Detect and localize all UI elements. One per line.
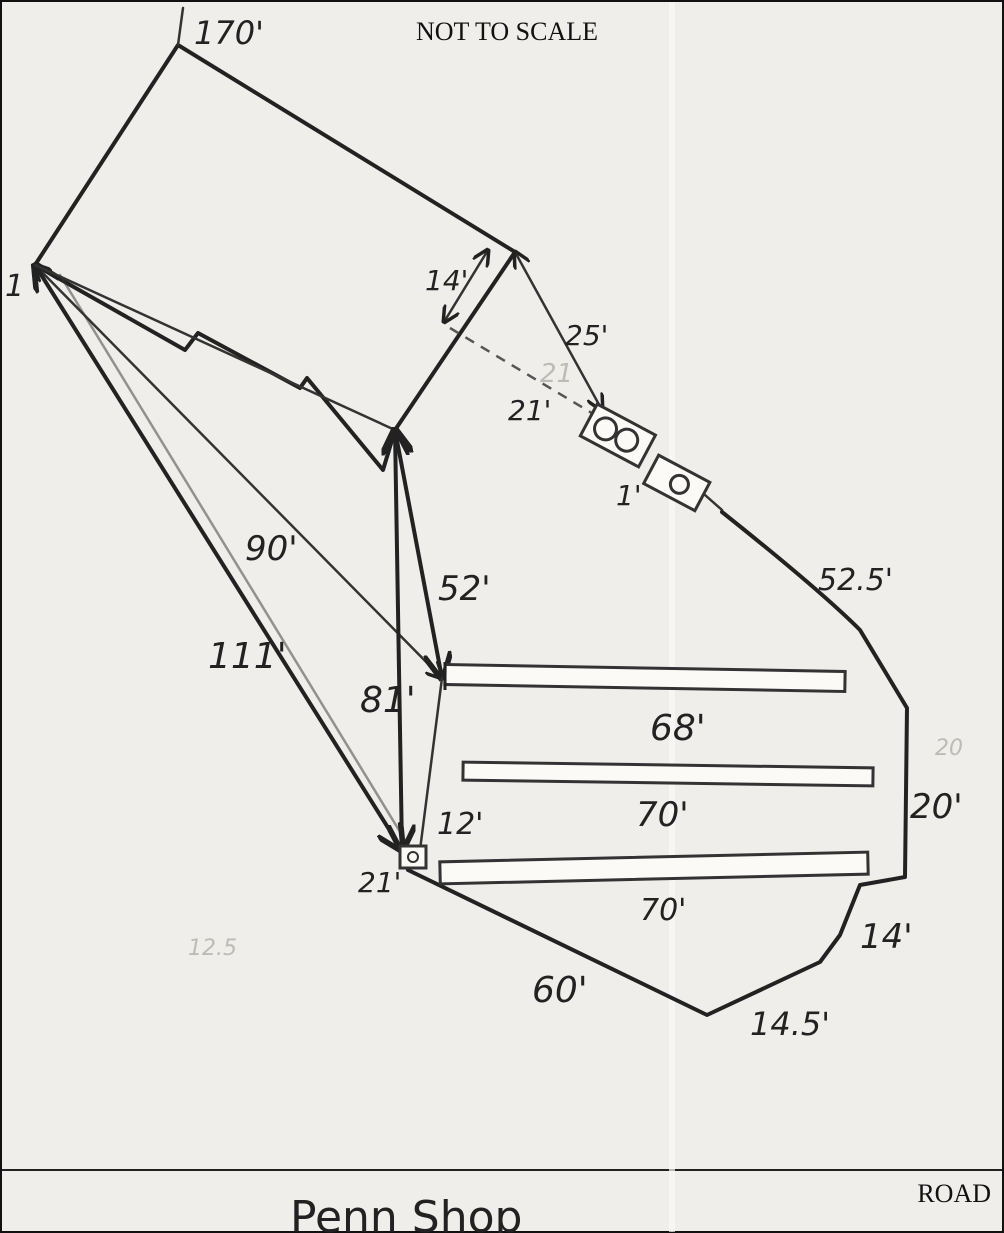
- dim-145-label: 14.5': [750, 1005, 830, 1043]
- dim-68-label: 68': [650, 708, 706, 749]
- site-name: Penn Shop: [290, 1192, 522, 1233]
- north-tick: [176, 6, 185, 47]
- dim-21-top-label: 21': [508, 394, 551, 427]
- header-line: [418, 676, 444, 852]
- trench-70a: [461, 760, 875, 788]
- dim-52-label: 52': [438, 569, 491, 609]
- distribution-box: [398, 844, 428, 870]
- dim-14-label: 14': [425, 264, 468, 297]
- dimension-90-line: [35, 265, 442, 678]
- dimension-111-line: [35, 265, 402, 850]
- well-box-single: [641, 453, 712, 513]
- dim-25-label: 25': [565, 319, 608, 352]
- faint-21-mark: 21: [540, 359, 573, 389]
- dim-21-bottom-label: 21': [358, 866, 401, 899]
- faint-20-mark: 20: [935, 736, 963, 761]
- faint-125-mark: 12.5: [188, 936, 237, 961]
- field-boundary: [400, 510, 909, 1017]
- dim-1-label: 1': [616, 479, 642, 512]
- dimension-52-line: [395, 430, 442, 678]
- dimension-14-line: [444, 250, 488, 322]
- dim-20-label: 20': [910, 787, 963, 827]
- corner-label: 1: [5, 269, 24, 304]
- trench-68: [443, 662, 847, 694]
- dim-70-upper-label: 70': [636, 795, 689, 835]
- dim-12-label: 12': [437, 807, 483, 842]
- faint-ray: [58, 273, 407, 842]
- dim-60-label: 60': [532, 970, 588, 1011]
- distribution-box-port: [407, 851, 419, 863]
- dim-90-label: 90': [245, 529, 298, 569]
- dim-111-label: 111': [208, 636, 287, 677]
- dim-70-lower-label: 70': [640, 893, 686, 928]
- dim-525-label: 52.5': [818, 563, 893, 598]
- dimension-25-line: [515, 252, 602, 410]
- trench-70b: [438, 850, 870, 886]
- road-label: ROAD: [917, 1179, 991, 1208]
- dimension-81-line: [395, 430, 402, 850]
- dim-top-label: 170': [194, 14, 264, 52]
- dim-81-label: 81': [360, 680, 416, 721]
- dim-14-bottom-label: 14': [860, 917, 913, 957]
- pipe-stub: [703, 493, 724, 512]
- not-to-scale-note: NOT TO SCALE: [416, 17, 598, 46]
- building-outline: [33, 43, 517, 472]
- corner-ray: [33, 263, 397, 432]
- well-box-double: [578, 402, 658, 469]
